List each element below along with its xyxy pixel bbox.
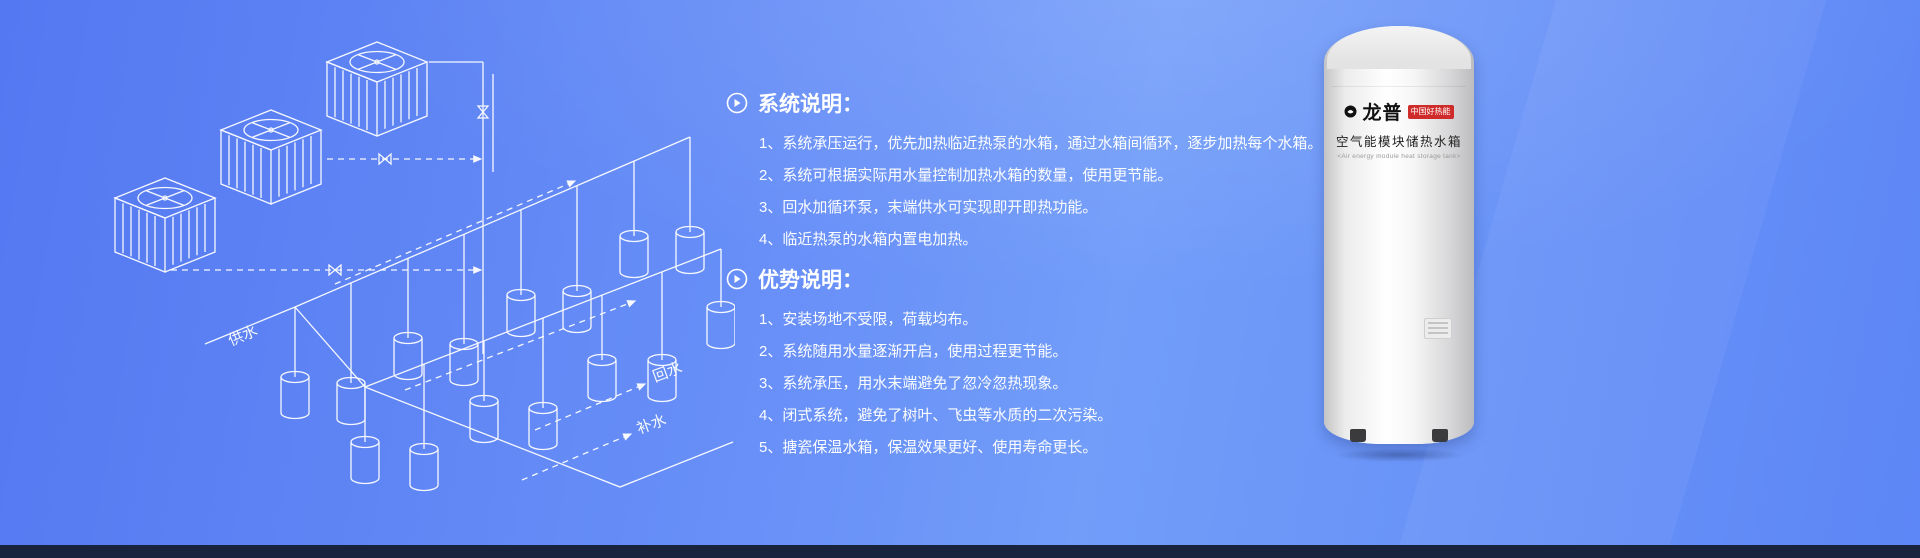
label-return: 回水 <box>651 360 685 386</box>
list-item: 1、安装场地不受限，荷载均布。 <box>759 311 978 328</box>
system-items: 1、系统承压运行，优先加热临近热泵的水箱，通过水箱间循环，逐步加热每个水箱。 2… <box>726 128 1326 256</box>
tank-body: 龙普 中国好热能 空气能模块储热水箱 <Air energy module he… <box>1324 26 1474 444</box>
list-item: 2、系统可根据实际用水量控制加热水箱的数量，使用更节能。 <box>759 167 1173 184</box>
section-title-advantage: 优势说明： <box>726 264 1326 294</box>
brand-badge: 中国好热能 <box>1407 104 1454 119</box>
footer-strip <box>0 545 1920 558</box>
tank-foot-right <box>1432 429 1448 442</box>
brand-name: 龙普 <box>1362 103 1403 124</box>
section-title-system: 系统说明： <box>726 88 1326 118</box>
section-title-text: 系统说明： <box>758 93 863 116</box>
label-makeup: 补水 <box>635 412 669 438</box>
list-item: 2、系统随用水量逐渐开启，使用过程更节能。 <box>759 343 1068 360</box>
label-supply: 供水 <box>226 322 260 349</box>
tank-shadow <box>1314 446 1484 464</box>
list-item: 4、临近热泵的水箱内置电加热。 <box>759 231 978 248</box>
tank-seam <box>1332 86 1466 87</box>
advantage-items: 1、安装场地不受限，荷载均布。 2、系统随用水量逐渐开启，使用过程更节能。 3、… <box>726 304 1326 464</box>
section-title-text: 优势说明： <box>758 269 863 292</box>
system-diagram: 供水 回水 补水 <box>114 41 735 492</box>
energy-label <box>1424 318 1452 339</box>
list-item: 3、系统承压，用水末端避免了忽冷忽热现象。 <box>759 375 1068 392</box>
description-panel: 系统说明： 1、系统承压运行，优先加热临近热泵的水箱，通过水箱间循环，逐步加热每… <box>726 84 1326 472</box>
tank-cap <box>1327 26 1471 69</box>
list-item: 4、闭式系统，避免了树叶、飞虫等水质的二次污染。 <box>759 407 1113 424</box>
play-circle-icon <box>726 268 748 290</box>
brand-row: 龙普 中国好热能 <box>1324 98 1474 125</box>
list-item: 1、系统承压运行，优先加热临近热泵的水箱，通过水箱间循环，逐步加热每个水箱。 <box>759 135 1323 152</box>
play-circle-icon <box>726 92 748 114</box>
list-item: 5、搪瓷保温水箱，保温效果更好、使用寿命更长。 <box>759 439 1098 456</box>
product-tank: 龙普 中国好热能 空气能模块储热水箱 <Air energy module he… <box>1314 26 1484 464</box>
product-name-en: <Air energy module heat storage tank> <box>1337 153 1461 160</box>
heat-pump-units <box>114 41 428 273</box>
brand-logo-icon <box>1344 105 1357 118</box>
tank-label-area: 龙普 中国好热能 空气能模块储热水箱 <Air energy module he… <box>1324 98 1474 160</box>
list-item: 3、回水加循环泵，末端供水可实现即开即热功能。 <box>759 199 1098 216</box>
tank-array <box>280 137 735 492</box>
product-name: 空气能模块储热水箱 <box>1335 135 1462 149</box>
tank-foot-left <box>1350 429 1366 442</box>
